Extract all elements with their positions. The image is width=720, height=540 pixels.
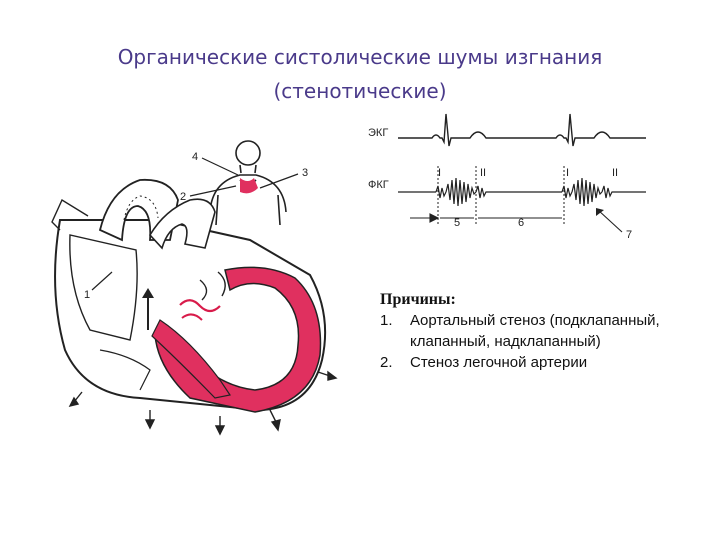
cause-item: 1. Аортальный стеноз (подклапанный, клап… xyxy=(380,310,680,352)
right-atrium xyxy=(69,234,138,341)
heart-body xyxy=(51,178,327,413)
label-2: 2 xyxy=(180,191,186,203)
title-line-1: Органические систолические шумы изгнания xyxy=(117,45,603,69)
cause-item: 2. Стеноз легочной артерии xyxy=(380,352,680,373)
slide-title: Органические систолические шумы изгнания… xyxy=(40,40,680,108)
tone-2-label-b: II xyxy=(612,167,618,179)
ecg-label: ЭКГ xyxy=(368,127,388,139)
turbulent-flow xyxy=(179,299,221,313)
title-line-2: (стенотические) xyxy=(273,79,447,103)
cause-number: 1. xyxy=(380,312,393,329)
interval-6-label: 6 xyxy=(518,217,524,229)
label-1: 1 xyxy=(84,289,90,301)
label-3: 3 xyxy=(302,167,308,179)
interval-5-label: 5 xyxy=(454,217,460,229)
tone-2-label-a: II xyxy=(480,167,486,179)
cause-text: Стеноз легочной артерии xyxy=(410,354,588,371)
pcg-label: ФКГ xyxy=(368,179,389,191)
patient-heart-marker xyxy=(240,178,258,194)
aortic-valve xyxy=(199,271,226,301)
patient-figure xyxy=(209,140,287,226)
interval-arrows xyxy=(410,213,562,223)
patient-pointer-lines xyxy=(189,157,299,197)
causes-heading: Причины: xyxy=(380,291,456,308)
cause-number: 2. xyxy=(380,354,393,371)
pointer-7 xyxy=(597,209,623,233)
radiating-arrows xyxy=(68,370,338,436)
heart-diagram: 4 2 3 1 xyxy=(51,140,338,436)
septum xyxy=(151,319,231,399)
pulmonary-artery xyxy=(149,198,216,250)
causes-block: Причины: 1. Аортальный стеноз (подклапан… xyxy=(380,289,680,373)
label-7: 7 xyxy=(626,229,632,241)
interval-markers xyxy=(437,166,565,224)
cause-text: Аортальный стеноз (подклапанный, клапанн… xyxy=(410,312,660,350)
tone-1-label-b: I xyxy=(566,167,569,179)
ecg-trace xyxy=(398,113,646,147)
tone-1-label-a: I xyxy=(438,167,441,179)
ecg-pcg-diagram: ЭКГ ФКГ I II I II 5 6 7 xyxy=(368,113,646,241)
pcg-trace xyxy=(398,177,646,207)
label-4: 4 xyxy=(192,151,198,163)
